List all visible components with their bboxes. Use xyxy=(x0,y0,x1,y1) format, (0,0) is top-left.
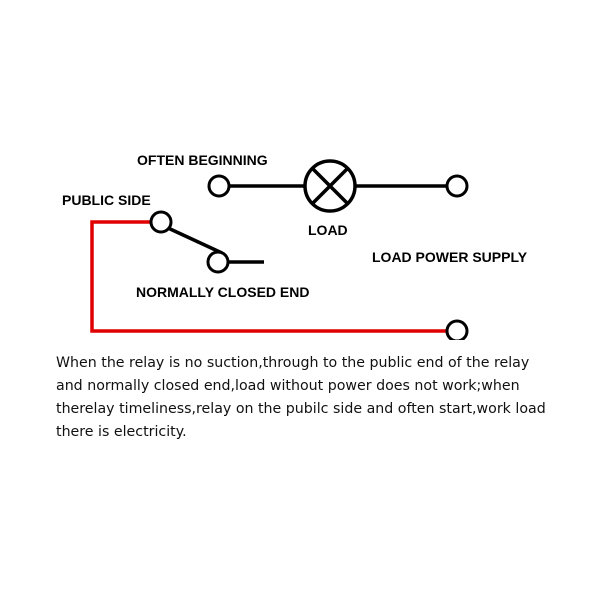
caption-line-1: When the relay is no suction,through to … xyxy=(56,355,530,371)
caption-line-2: and normally closed end,load without pow… xyxy=(56,378,520,394)
terminal-public-side-icon xyxy=(149,210,173,234)
caption-line-4: there is electricity. xyxy=(56,424,187,440)
often-beginning-label: OFTEN BEGINNING xyxy=(137,152,268,168)
caption-line-3: therelay timeliness,relay on the pubilc … xyxy=(56,401,546,417)
public-side-label: PUBLIC SIDE xyxy=(62,192,151,208)
terminal-load-supply-top-icon xyxy=(445,174,469,198)
terminal-often-beginning-icon xyxy=(207,174,231,198)
load-power-supply-label: LOAD POWER SUPPLY xyxy=(372,249,528,265)
normally-closed-end-label: NORMALLY CLOSED END xyxy=(136,284,309,300)
caption-text: When the relay is no suction,through to … xyxy=(56,352,576,444)
terminal-load-supply-bottom-icon xyxy=(445,319,469,340)
terminal-normally-closed-icon xyxy=(206,250,230,274)
load-label: LOAD xyxy=(308,222,348,238)
public-side-wire xyxy=(90,220,447,333)
lamp-load-icon xyxy=(303,159,357,213)
relay-switch-arm-icon xyxy=(167,226,223,255)
relay-wiring-diagram: OFTEN BEGINNING PUBLIC SIDE LOAD LOAD PO… xyxy=(62,152,528,340)
